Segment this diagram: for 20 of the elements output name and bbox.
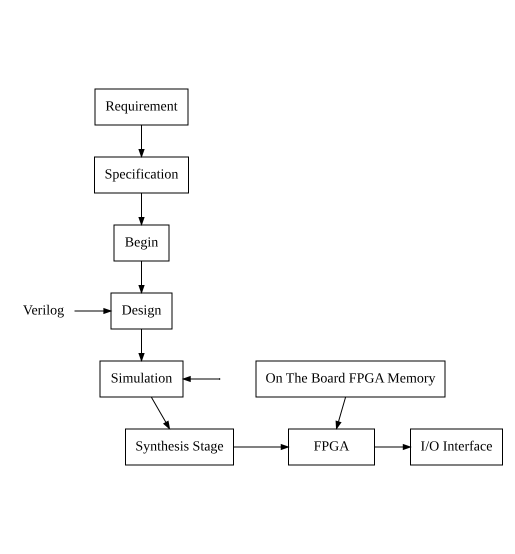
arrow <box>74 308 112 314</box>
node-box: On The Board FPGA Memory <box>256 360 446 398</box>
node-text: Verilog <box>22 304 64 319</box>
node-box: FPGA <box>288 428 375 466</box>
node-box: Requirement <box>94 88 188 126</box>
arrow <box>150 396 170 430</box>
node-box: Synthesis Stage <box>125 428 234 466</box>
arrow <box>138 124 145 158</box>
arrow <box>138 328 145 362</box>
arrow <box>138 260 145 294</box>
node-box: Simulation <box>100 360 184 398</box>
arrow <box>182 376 220 382</box>
arrow <box>374 444 412 450</box>
arrow <box>138 192 145 226</box>
node-box: Design <box>110 292 172 330</box>
arrow <box>233 444 290 450</box>
node-box: I/O Interface <box>410 428 503 466</box>
arrow <box>336 396 346 430</box>
node-box: Specification <box>94 156 189 194</box>
node-box: Begin <box>114 224 170 262</box>
